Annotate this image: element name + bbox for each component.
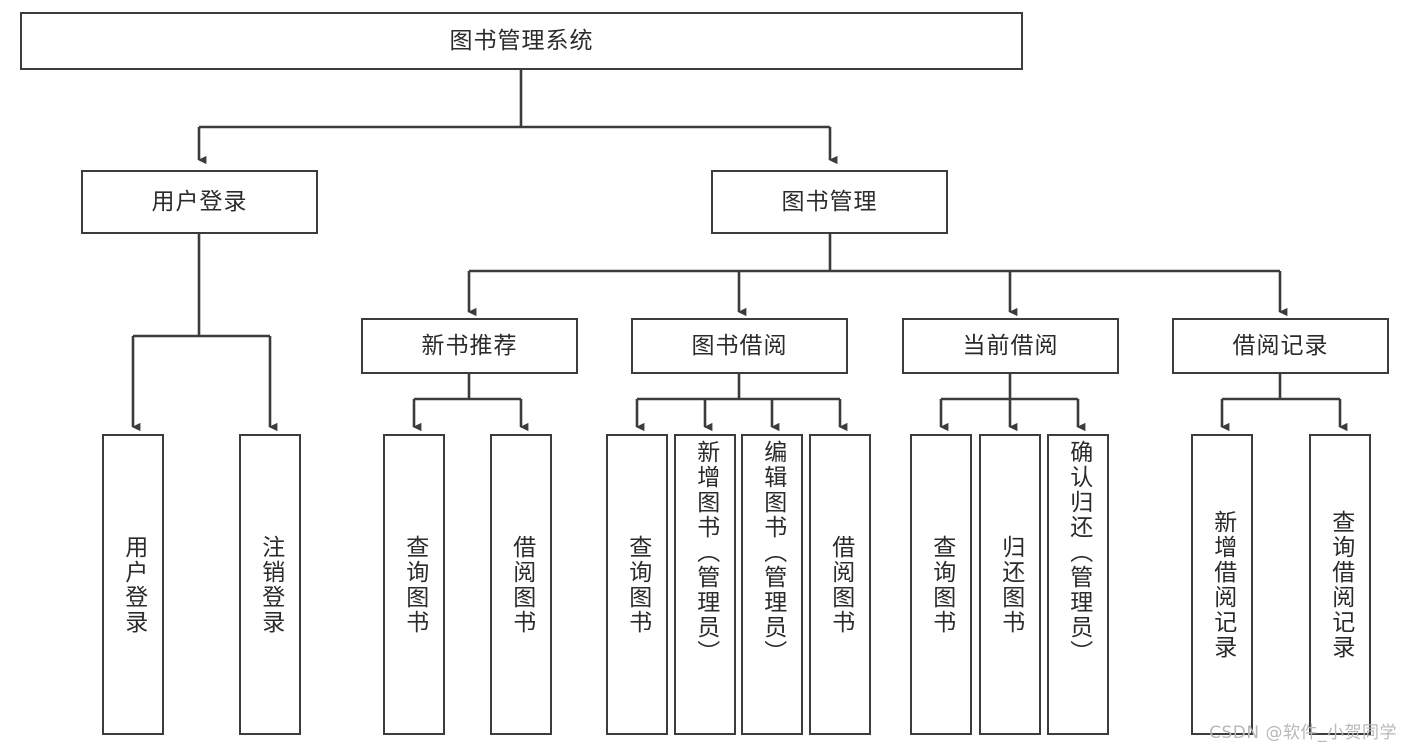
edges-userlogin-to-leaves [131,234,278,432]
edges-currentborrow-to-leaves [939,374,1086,432]
leaf-borrow-book-2-label: 借阅图书 [827,534,854,635]
node-current-borrow[interactable]: 当前借阅 [902,318,1119,374]
leaf-add-record[interactable]: 新增借阅记录 [1191,434,1253,735]
leaf-query-record[interactable]: 查询借阅记录 [1309,434,1371,735]
csdn-watermark: CSDN @软件_小贺同学 [1209,723,1397,743]
node-borrow-record-label: 借阅记录 [1232,332,1329,359]
node-new-book-recommend[interactable]: 新书推荐 [361,318,578,374]
leaf-logout[interactable]: 注销登录 [239,434,301,735]
leaf-borrow-book-1[interactable]: 借阅图书 [490,434,552,735]
node-book-manage[interactable]: 图书管理 [711,170,948,234]
node-borrow-record[interactable]: 借阅记录 [1172,318,1389,374]
leaf-logout-label: 注销登录 [257,534,284,635]
leaf-borrow-book-2[interactable]: 借阅图书 [809,434,871,735]
leaf-query-record-label: 查询借阅记录 [1327,509,1354,660]
edges-bookmanage-to-level3 [467,234,1288,317]
leaf-query-book-3[interactable]: 查询图书 [910,434,972,735]
leaf-add-book-label: 新增图书（管理员） [692,440,719,665]
leaf-borrow-book-1-label: 借阅图书 [508,534,535,635]
leaf-return-book[interactable]: 归还图书 [979,434,1041,735]
node-user-login-label: 用户登录 [151,188,248,215]
leaf-query-book-2-label: 查询图书 [624,534,651,635]
leaf-add-book[interactable]: 新增图书（管理员） [674,434,736,735]
edges-newbook-to-leaves [412,374,529,432]
node-user-login[interactable]: 用户登录 [81,170,318,234]
leaf-query-book-1[interactable]: 查询图书 [383,434,445,735]
leaf-confirm-return[interactable]: 确认归还（管理员） [1047,434,1109,735]
leaf-user-login[interactable]: 用户登录 [102,434,164,735]
node-book-borrow[interactable]: 图书借阅 [631,318,848,374]
leaf-query-book-1-label: 查询图书 [401,534,428,635]
leaf-edit-book-label: 编辑图书（管理员） [759,440,786,665]
leaf-query-book-3-label: 查询图书 [928,534,955,635]
node-root-label: 图书管理系统 [449,27,594,54]
leaf-return-book-label: 归还图书 [997,534,1024,635]
leaf-edit-book[interactable]: 编辑图书（管理员） [741,434,803,735]
edges-bookborrow-to-leaves [635,374,848,432]
node-book-borrow-label: 图书借阅 [691,332,788,359]
node-current-borrow-label: 当前借阅 [962,332,1059,359]
edges-borrowrecord-to-leaves [1220,374,1348,432]
node-new-book-recommend-label: 新书推荐 [421,332,518,359]
leaf-query-book-2[interactable]: 查询图书 [606,434,668,735]
leaf-confirm-return-label: 确认归还（管理员） [1065,440,1092,665]
edges-root-to-level2 [197,70,838,165]
node-book-manage-label: 图书管理 [781,188,878,215]
leaf-add-record-label: 新增借阅记录 [1209,509,1236,660]
leaf-user-login-label: 用户登录 [120,534,147,635]
node-root[interactable]: 图书管理系统 [20,12,1023,70]
